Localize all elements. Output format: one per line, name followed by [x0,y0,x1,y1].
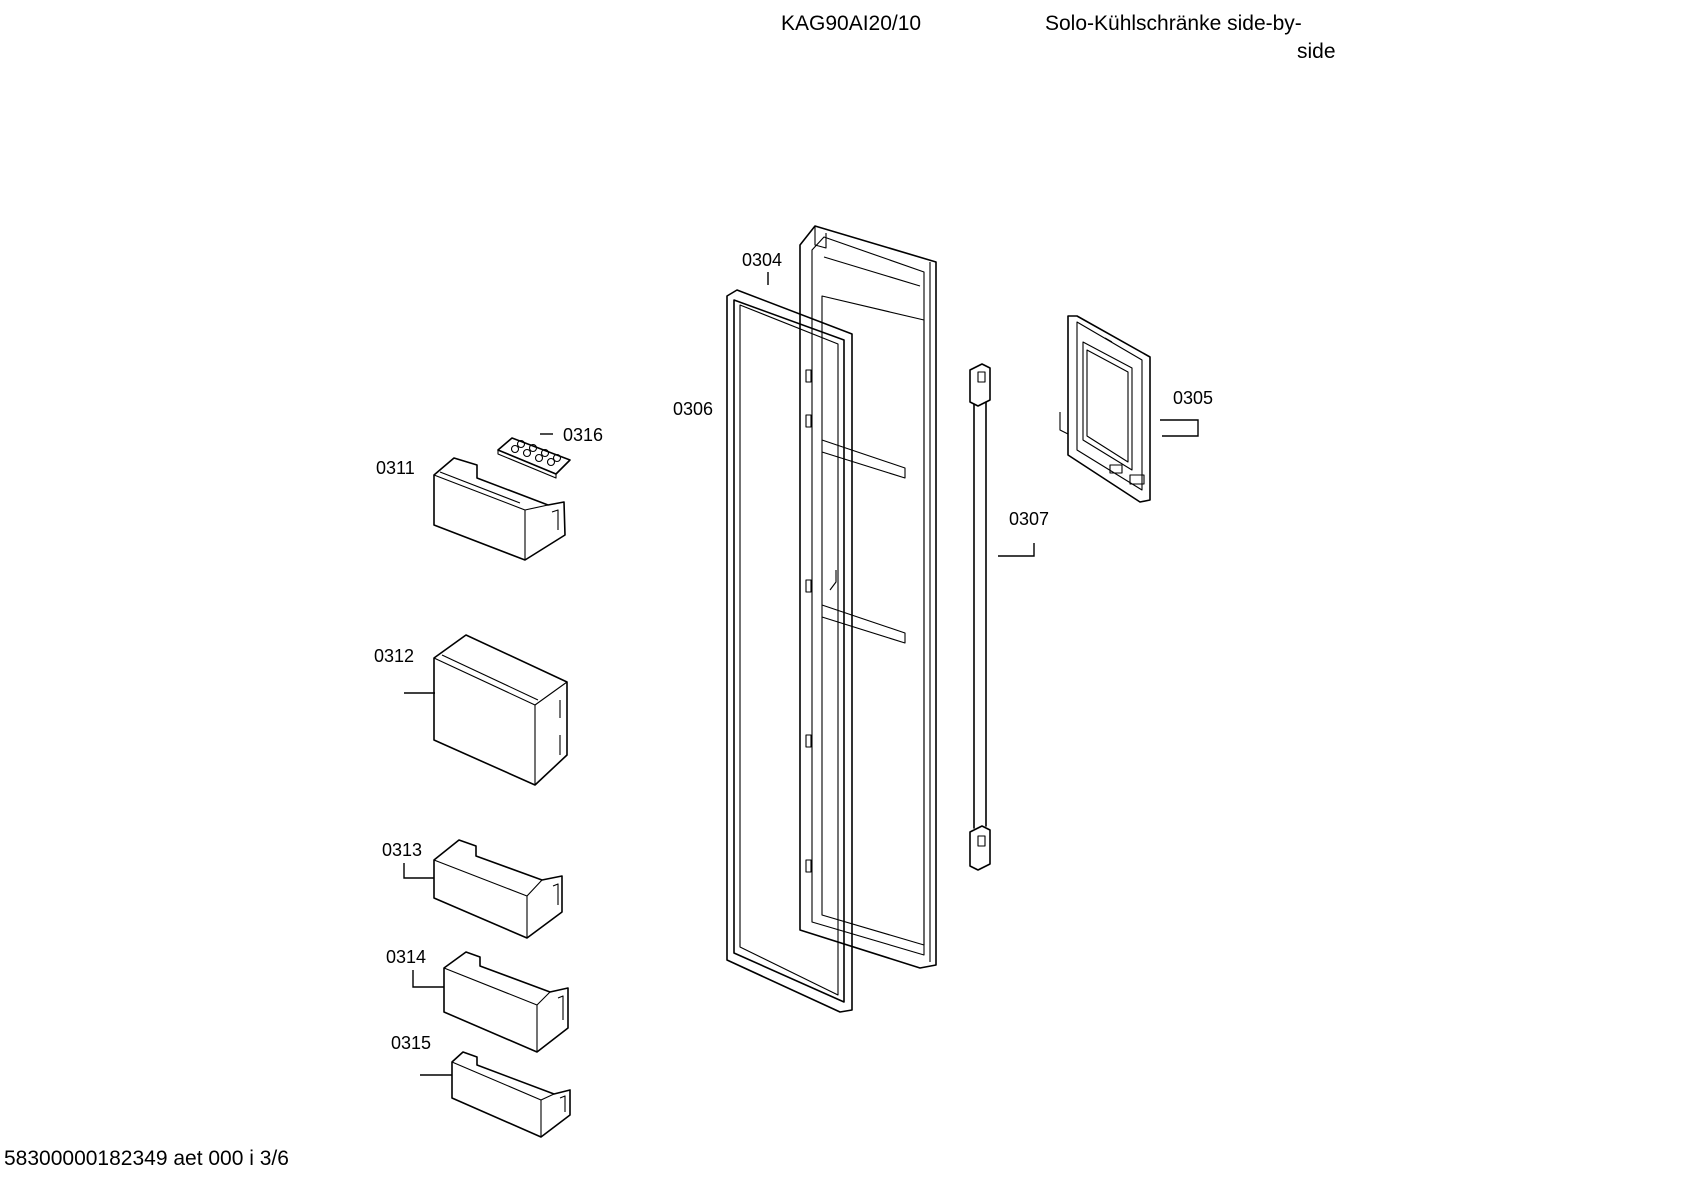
door-shelf-0311-drawing [433,457,566,561]
part-label-0315: 0315 [391,1033,431,1053]
dispenser-panel-drawing [1059,315,1151,503]
part-label-0313: 0313 [382,840,422,860]
part-label-0311: 0311 [376,458,415,478]
door-shelf-0314-drawing [443,951,569,1053]
covered-bin-0312-drawing [433,634,568,786]
leader-0307 [998,543,1035,557]
part-label-0316: 0316 [563,425,603,445]
category-line-1: Solo-Kühlschränke side-by- [1045,12,1302,35]
part-label-0312: 0312 [374,646,414,666]
part-label-0306: 0306 [673,399,713,419]
door-shelf-0313-drawing [433,839,563,939]
part-label-0314: 0314 [386,947,426,967]
leader-0313 [403,863,434,879]
handle-strip-drawing [969,363,991,871]
leader-0305 [1160,419,1199,437]
leader-0314 [412,970,444,988]
document-code: 58300000182349 aet 000 i 3/6 [4,1147,289,1170]
part-label-0305: 0305 [1173,388,1213,408]
part-label-0304: 0304 [742,250,782,270]
door-gasket-drawing [726,289,853,1013]
part-label-0307: 0307 [1009,509,1049,529]
door-shelf-0315-drawing [451,1051,571,1138]
category-line-2: side [1297,40,1336,63]
egg-tray-drawing [497,437,571,479]
model-number: KAG90AI20/10 [781,12,922,35]
door-liner-drawing [799,225,937,969]
